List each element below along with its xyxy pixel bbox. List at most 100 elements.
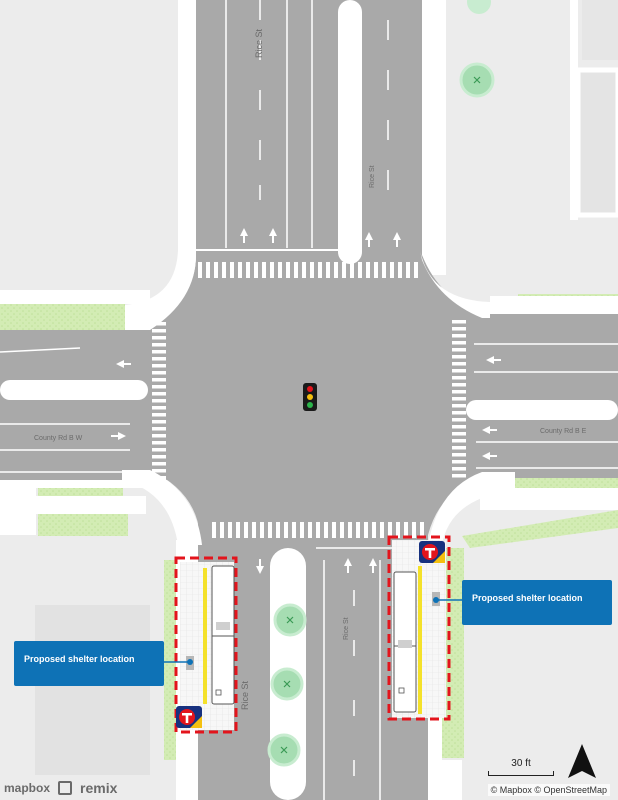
- crosswalk-stripe: [152, 322, 166, 326]
- crosswalk-stripe: [198, 262, 202, 278]
- crosswalk-stripe: [152, 378, 166, 382]
- metro-transit-icon: [176, 706, 202, 728]
- tree-icon: [270, 667, 304, 701]
- crosswalk-stripe: [372, 522, 376, 538]
- crosswalk-stripe: [260, 522, 264, 538]
- crosswalk-stripe: [270, 262, 274, 278]
- crosswalk-stripe: [396, 522, 400, 538]
- crosswalk-stripe: [348, 522, 352, 538]
- street-label-north-right: Rice St: [369, 165, 376, 188]
- crosswalk-stripe: [214, 262, 218, 278]
- crosswalk-stripe: [350, 262, 354, 278]
- bus-stop-right[interactable]: [387, 535, 451, 721]
- crosswalk-stripe: [452, 432, 466, 436]
- median-east: [466, 400, 618, 420]
- crosswalk-stripe: [452, 320, 466, 324]
- crosswalk-stripe: [332, 522, 336, 538]
- crosswalk-stripe: [452, 404, 466, 408]
- building-block: [35, 605, 150, 775]
- crosswalk-stripe: [326, 262, 330, 278]
- grass-strip: [38, 514, 128, 536]
- crosswalk-stripe: [292, 522, 296, 538]
- scale-bar: 30 ft: [488, 758, 554, 776]
- remix-logo[interactable]: remix: [80, 780, 118, 796]
- crosswalk-stripe: [276, 522, 280, 538]
- crosswalk-stripe: [452, 474, 466, 478]
- crosswalk-stripe: [230, 262, 234, 278]
- crosswalk-stripe: [308, 522, 312, 538]
- crosswalk-stripe: [284, 522, 288, 538]
- crosswalk-stripe: [406, 262, 410, 278]
- scale-label: 30 ft: [511, 758, 531, 769]
- crosswalk-stripe: [222, 262, 226, 278]
- street-label-east: County Rd B E: [540, 428, 587, 435]
- crosswalk-stripe: [374, 262, 378, 278]
- crosswalk-stripe: [324, 522, 328, 538]
- crosswalk-stripe: [278, 262, 282, 278]
- crosswalk-stripe: [452, 348, 466, 352]
- corner-sidewalk: [125, 250, 196, 330]
- sidewalk: [432, 760, 462, 800]
- crosswalk-stripe: [380, 522, 384, 538]
- crosswalk-stripe: [152, 462, 166, 466]
- crosswalk-stripe: [356, 522, 360, 538]
- crosswalk-stripe: [152, 434, 166, 438]
- crosswalk-stripe: [452, 390, 466, 394]
- callout-proposed-shelter-left: Proposed shelter location: [14, 641, 164, 686]
- crosswalk-stripe: [452, 362, 466, 366]
- crosswalk-stripe: [452, 369, 466, 373]
- corner-sidewalk: [122, 470, 202, 545]
- crosswalk-stripe: [152, 399, 166, 403]
- crosswalk-stripe: [398, 262, 402, 278]
- building-block: [575, 67, 618, 218]
- crosswalk-stripe: [152, 385, 166, 389]
- building-block: [582, 0, 618, 60]
- crosswalk-stripe: [152, 413, 166, 417]
- crosswalk-stripe: [358, 262, 362, 278]
- crosswalk-stripe: [302, 262, 306, 278]
- grass-strip: [515, 476, 618, 488]
- crosswalk-stripe: [342, 262, 346, 278]
- corner-sidewalk: [420, 250, 490, 318]
- median-north: [338, 0, 362, 264]
- crosswalk-stripe: [238, 262, 242, 278]
- sidewalk: [480, 488, 618, 510]
- crosswalk-stripe: [152, 343, 166, 347]
- crosswalk-stripe: [364, 522, 368, 538]
- crosswalk-stripe: [414, 262, 418, 278]
- crosswalk-stripe: [452, 439, 466, 443]
- map-attribution[interactable]: © Mapbox © OpenStreetMap: [487, 784, 610, 796]
- crosswalk-stripe: [452, 411, 466, 415]
- proposed-shelter-boundary: [174, 556, 238, 734]
- crosswalk-stripe: [244, 522, 248, 538]
- crosswalk-stripe: [262, 262, 266, 278]
- proposed-shelter-boundary: [387, 535, 451, 721]
- crosswalk-stripe: [228, 522, 232, 538]
- crosswalk-stripe: [452, 460, 466, 464]
- crosswalk-stripe: [152, 392, 166, 396]
- crosswalk-stripe: [152, 336, 166, 340]
- crosswalk-stripe: [452, 467, 466, 471]
- corner-sidewalk: [428, 472, 515, 545]
- crosswalk-stripe: [452, 383, 466, 387]
- sidewalk: [0, 290, 150, 304]
- crosswalk-stripe: [152, 427, 166, 431]
- remix-logo-icon: [58, 781, 73, 795]
- mapbox-logo[interactable]: mapbox: [4, 781, 51, 795]
- crosswalk-stripe: [452, 446, 466, 450]
- crosswalk-stripe: [152, 420, 166, 424]
- sidewalk: [178, 0, 198, 270]
- crosswalk-stripe: [294, 262, 298, 278]
- street-label-west: County Rd B W: [34, 435, 83, 442]
- sidewalk: [490, 296, 618, 314]
- tree-icon: [273, 603, 307, 637]
- crosswalk-stripe: [452, 397, 466, 401]
- crosswalk-stripe: [452, 327, 466, 331]
- bus-stop-left[interactable]: [174, 556, 238, 734]
- crosswalk-stripe: [152, 357, 166, 361]
- crosswalk-stripe: [152, 371, 166, 375]
- north-arrow-icon: [568, 744, 596, 778]
- metro-transit-icon: [419, 541, 445, 563]
- building-block: [0, 485, 36, 535]
